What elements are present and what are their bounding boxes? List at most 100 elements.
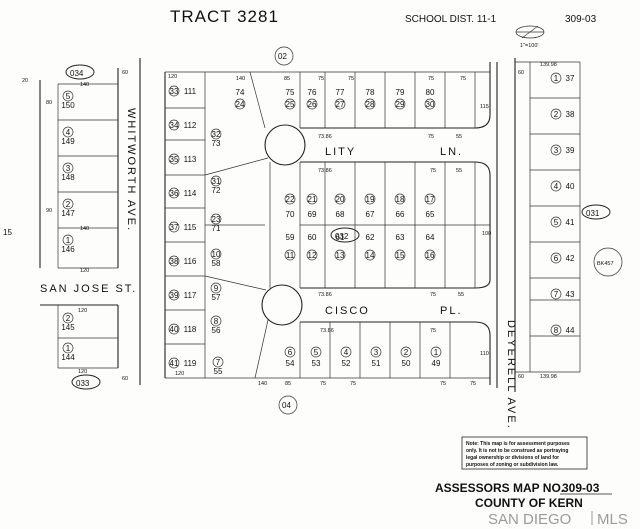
parcel-circle — [168, 187, 180, 199]
lot-number: 51 — [372, 359, 381, 368]
parcel-circle — [62, 162, 74, 174]
svg-text:BK457: BK457 — [597, 261, 614, 267]
parcel-number: 4 — [554, 182, 559, 191]
lot-number: 41 — [566, 218, 575, 227]
svg-text:75: 75 — [430, 292, 436, 298]
parcel-circle — [550, 216, 562, 228]
svg-text:140: 140 — [258, 381, 267, 387]
svg-text:75: 75 — [348, 76, 354, 82]
parcel-number: 1 — [66, 344, 71, 353]
bottom-row-frame — [250, 319, 490, 379]
parcel-number: 10 — [212, 250, 221, 259]
parcel-number: 32 — [212, 130, 221, 139]
lity-cul-de-sac — [264, 124, 306, 166]
parcel-number: 29 — [396, 100, 405, 109]
parcel-number: 21 — [308, 195, 317, 204]
svg-text:60: 60 — [122, 70, 128, 76]
svg-text:120: 120 — [78, 369, 87, 375]
street-pl: PL. — [440, 305, 463, 317]
lot-number: 116 — [184, 257, 197, 266]
mls-watermark: SAN DIEGO MLS — [488, 511, 628, 528]
parcel-number: 3 — [66, 164, 71, 173]
parcel-label: 553 — [310, 346, 322, 368]
svg-text:140: 140 — [80, 226, 89, 232]
parcel-label: 957 — [210, 282, 222, 302]
svg-text:120: 120 — [78, 308, 87, 314]
lity-south-edge — [300, 161, 491, 289]
parcel-circle — [168, 221, 180, 233]
svg-text:120: 120 — [168, 74, 177, 80]
parcel-number: 20 — [336, 195, 345, 204]
parcel-circle — [550, 72, 562, 84]
street-ln: LN. — [440, 146, 463, 158]
lot-number: 115 — [184, 223, 197, 232]
street-lity: LITY — [325, 146, 356, 158]
svg-text:032: 032 — [335, 232, 349, 241]
svg-text:purposes of zoning or subdivis: purposes of zoning or subdivision law. — [466, 462, 559, 468]
lot-number: 43 — [566, 290, 575, 299]
parcel-circle — [210, 282, 222, 294]
svg-text:75: 75 — [428, 76, 434, 82]
svg-text:034: 034 — [70, 69, 84, 78]
parcel-circle — [168, 323, 180, 335]
parcel-number: 15 — [396, 251, 405, 260]
lot-number: 67 — [366, 210, 375, 219]
lot-number: 114 — [184, 189, 197, 198]
parcel-number: 14 — [366, 251, 375, 260]
parcel-circle — [168, 119, 180, 131]
parcel-circle — [334, 98, 346, 110]
lot-number: 111 — [184, 87, 197, 96]
parcel-number: 1 — [434, 348, 439, 357]
parcel-number: 3 — [554, 146, 559, 155]
lot-number: 60 — [308, 233, 317, 242]
cisco-cul-de-sac — [261, 284, 303, 326]
svg-text:031: 031 — [586, 209, 600, 218]
svg-text:SAN DIEGO: SAN DIEGO — [488, 511, 571, 528]
book-left-bottom-ref: 033 — [71, 374, 101, 390]
lot-number: 119 — [184, 359, 197, 368]
parcel-label: 250 — [400, 346, 412, 368]
parcel-number: 33 — [170, 87, 179, 96]
parcel-number: 2 — [404, 348, 409, 357]
footer-block: ASSESSORS MAP NO. 309-03 COUNTY OF KERN — [435, 481, 612, 510]
parcel-circle — [210, 315, 222, 327]
svg-text:75: 75 — [440, 381, 446, 387]
svg-text:100: 100 — [482, 231, 491, 237]
parcel-circle — [168, 255, 180, 267]
svg-text:55: 55 — [456, 134, 462, 140]
school-district: SCHOOL DIST. 11-1 — [405, 14, 497, 25]
svg-text:139.98: 139.98 — [540, 374, 557, 380]
center-block-frame — [204, 157, 490, 291]
lot-number: 150 — [61, 101, 75, 110]
parcel-circle — [306, 193, 318, 205]
parcel-number: 1 — [66, 236, 71, 245]
lot-number: 76 — [308, 88, 317, 97]
lot-number: 73 — [212, 139, 221, 148]
parcel-number: 5 — [554, 218, 559, 227]
parcel-circle — [62, 312, 74, 324]
lot-number: 148 — [61, 173, 75, 182]
lot-number: 68 — [336, 210, 345, 219]
parcel-circle — [234, 98, 246, 110]
lot-number: 37 — [566, 74, 575, 83]
parcel-circle — [210, 128, 222, 140]
left-strip — [39, 68, 119, 369]
lot-number: 53 — [312, 359, 321, 368]
lot-number: 63 — [396, 233, 405, 242]
